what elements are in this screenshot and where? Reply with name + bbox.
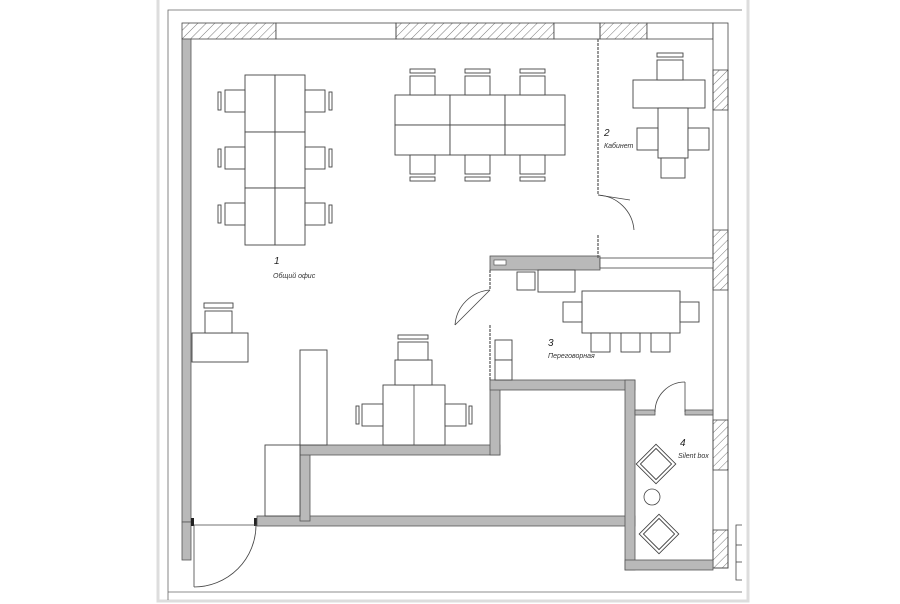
silent-box-door	[654, 381, 686, 413]
office-door	[597, 194, 635, 231]
exterior-top-wall	[181, 22, 714, 40]
office-furniture	[632, 52, 710, 179]
room-label-2: 2 Кабинет	[603, 128, 634, 150]
room-name: Переговорная	[548, 353, 595, 360]
room-name: Кабинет	[604, 142, 634, 150]
tall-cabinet	[299, 349, 328, 446]
silent-box-furniture	[635, 443, 680, 555]
exterior-left-wall-lower	[181, 521, 192, 561]
exterior-right-wall	[712, 22, 729, 569]
room-label-4: 4 Silent box	[678, 438, 709, 460]
room-number: 1	[274, 256, 280, 267]
room-label-1: 1 Общий офис	[273, 256, 316, 280]
room-number: 2	[603, 128, 610, 139]
desk-cluster-left	[217, 74, 333, 246]
room-number: 3	[548, 338, 554, 349]
desk-cluster-middle	[394, 68, 566, 182]
room-number: 4	[680, 438, 686, 449]
exterior-left-wall	[181, 38, 192, 523]
meeting-room-furniture	[494, 269, 700, 381]
scale-bar	[735, 524, 742, 581]
room-name: Silent box	[678, 453, 709, 460]
room-name: Общий офис	[273, 272, 316, 280]
interior-walls	[256, 39, 714, 571]
reception-desk	[191, 302, 249, 363]
sheet-frame	[156, 0, 750, 603]
room-label-3: 3 Переговорная	[548, 338, 595, 360]
meeting-room-door	[454, 289, 491, 326]
center-desk	[355, 334, 473, 446]
entrance-door	[191, 518, 257, 588]
storage-unit	[264, 444, 301, 517]
